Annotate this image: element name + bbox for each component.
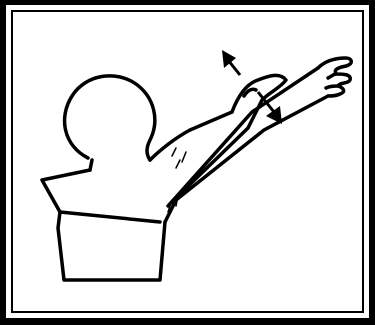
inner-border	[12, 11, 363, 312]
